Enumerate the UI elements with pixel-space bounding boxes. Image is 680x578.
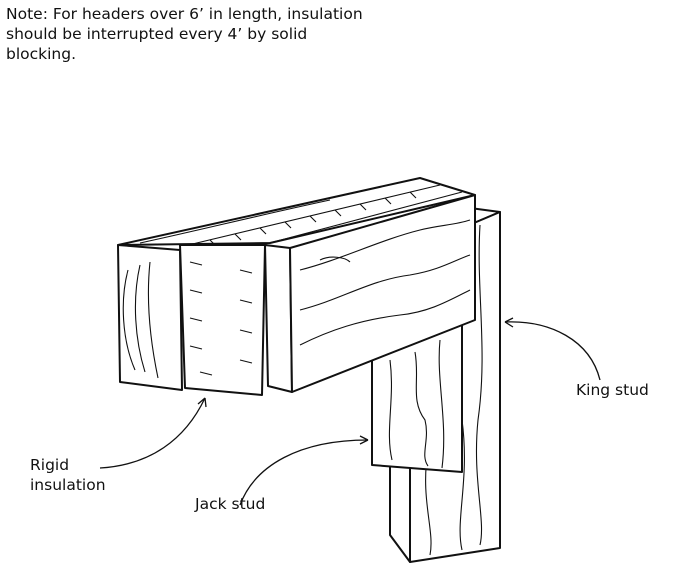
note-text: Note: For headers over 6’ in length, ins…: [6, 5, 363, 63]
rigid-insulation-label-line1: Rigid: [30, 456, 70, 474]
rigid-insulation-label-line2: insulation: [30, 476, 106, 494]
header-left-lumber: [117, 244, 183, 391]
rigid-insulation-label: Rigid insulation: [30, 455, 106, 495]
jack-stud-label: Jack stud: [195, 495, 266, 513]
jack-stud: [371, 321, 463, 473]
arrow-king-stud: [504, 321, 601, 381]
arrow-rigid-insulation: [99, 397, 206, 469]
arrows: [99, 317, 601, 506]
rigid-insulation: [179, 244, 266, 396]
arrow-jack-stud: [239, 439, 369, 506]
king-stud-label: King stud: [576, 381, 649, 399]
header-front-lumber: [264, 194, 476, 393]
